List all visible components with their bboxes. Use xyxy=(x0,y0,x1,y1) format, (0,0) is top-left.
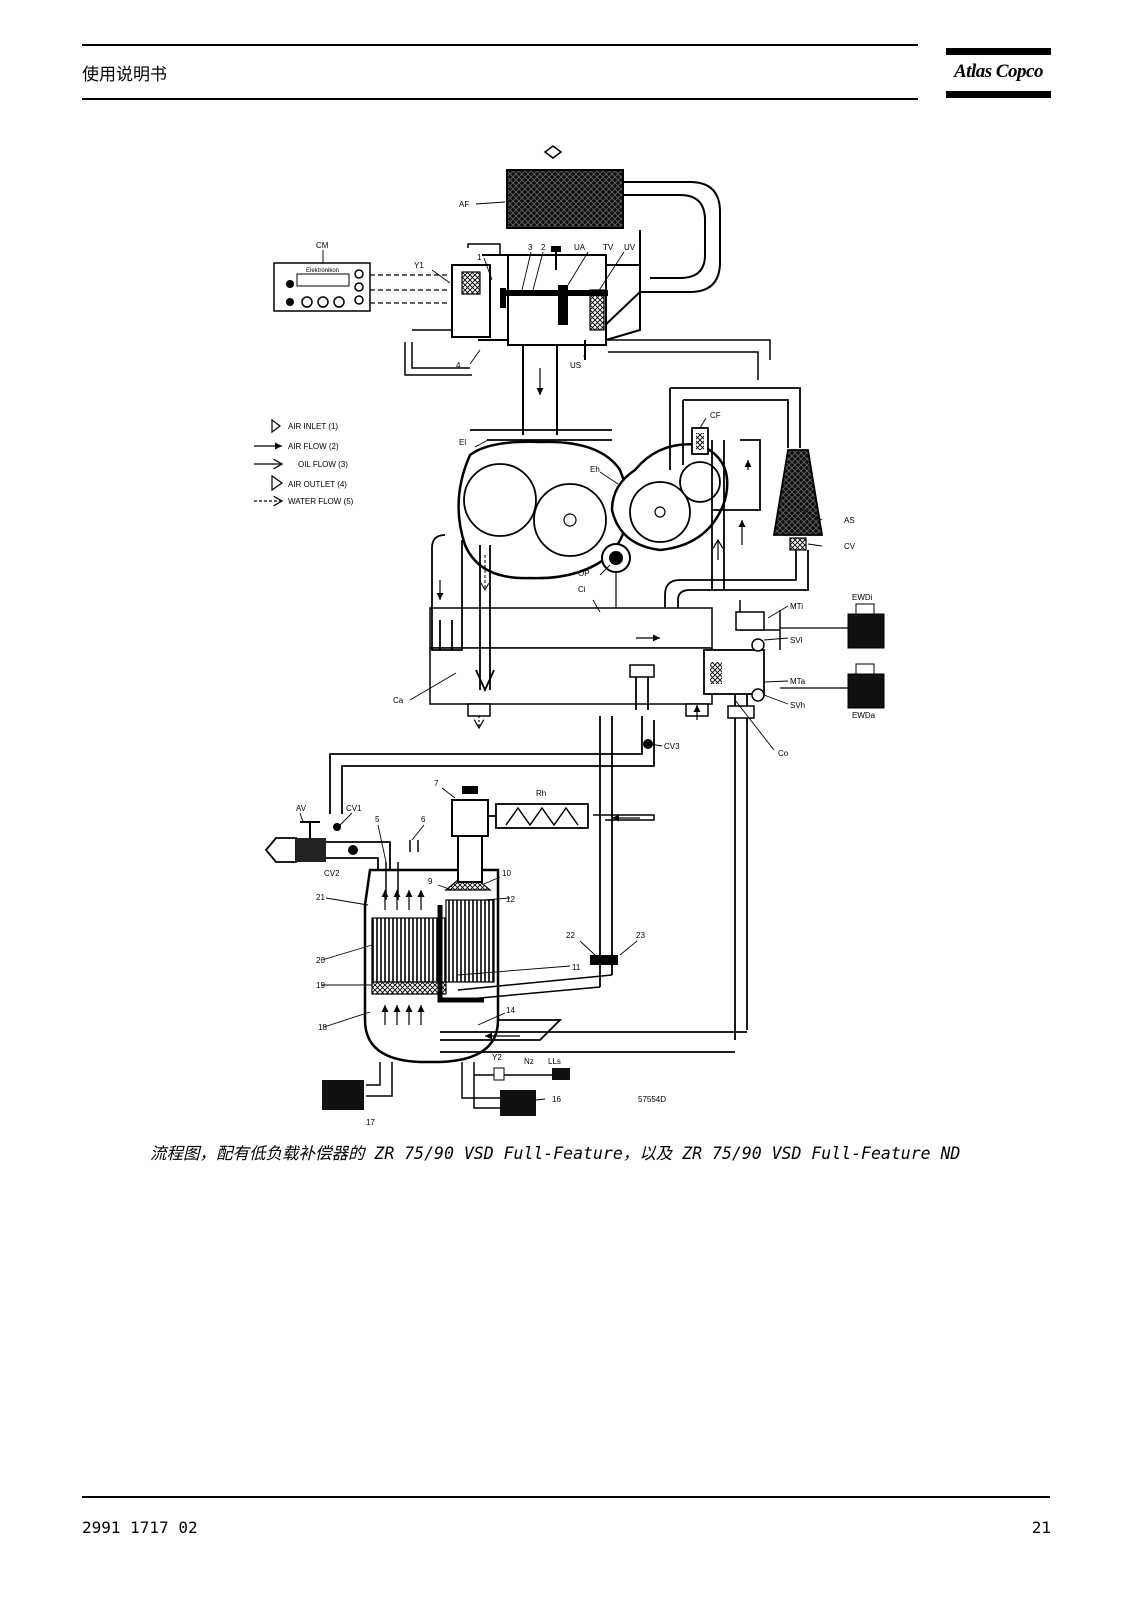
header-title: 使用说明书 xyxy=(82,65,167,85)
elektronikon-controller xyxy=(273,262,450,312)
label-us: US xyxy=(570,361,581,370)
high-pressure-element xyxy=(610,443,729,552)
air-outlet xyxy=(264,821,391,870)
atlas-copco-logo: Atlas Copco xyxy=(946,48,1051,98)
air-filter xyxy=(506,145,721,331)
label-ci: Ci xyxy=(578,585,586,594)
label-ca: Ca xyxy=(393,696,404,705)
label-18: 18 xyxy=(318,1023,327,1032)
legend-oil-flow: OIL FLOW (3) xyxy=(298,460,348,469)
component-labels: AF CM Elektronikon Y1 1 3 2 UA TV UV 4 U… xyxy=(296,200,876,1127)
figure-caption: 流程图，配有低负载补偿器的 ZR 75/90 VSD Full-Feature，… xyxy=(150,1144,961,1163)
legend-water-flow: WATER FLOW (5) xyxy=(288,497,354,506)
label-rh: Rh xyxy=(536,789,546,798)
cooler-block xyxy=(429,534,713,728)
water-drain-ewdi xyxy=(780,603,885,649)
label-1: 1 xyxy=(477,253,482,262)
label-cf: CF xyxy=(710,411,721,420)
label-el: El xyxy=(459,438,466,447)
label-cm: CM xyxy=(316,241,329,250)
label-cv1: CV1 xyxy=(346,804,362,813)
flow-diagram: AIR INLET (1) AIR FLOW (2) OIL FLOW (3) … xyxy=(254,145,885,1127)
label-12: 12 xyxy=(506,895,515,904)
bottom-drains xyxy=(322,1062,570,1116)
label-tv: TV xyxy=(603,243,614,252)
logo-text: Atlas Copco xyxy=(954,61,1043,82)
right-side-piping xyxy=(669,387,801,590)
dryer-flow-arrows xyxy=(381,890,425,1025)
label-lls: LLs xyxy=(548,1057,561,1066)
legend-air-inlet: AIR INLET (1) xyxy=(288,422,338,431)
legend-air-flow: AIR FLOW (2) xyxy=(288,442,339,451)
intake-duct xyxy=(522,345,558,435)
label-2: 2 xyxy=(541,243,546,252)
label-10: 10 xyxy=(502,869,511,878)
oil-cooler xyxy=(703,600,781,1040)
label-cv: CV xyxy=(844,542,856,551)
label-ewda: EWDa xyxy=(852,711,876,720)
label-y2: Y2 xyxy=(492,1053,502,1062)
label-11: 11 xyxy=(572,963,581,972)
dryer-piping xyxy=(329,716,655,987)
label-14: 14 xyxy=(506,1006,515,1015)
label-20: 20 xyxy=(316,956,325,965)
header-bottom-rule xyxy=(82,98,918,100)
label-ua: UA xyxy=(574,243,586,252)
page-number: 21 xyxy=(1031,1518,1051,1537)
label-y1: Y1 xyxy=(414,261,424,270)
header-top-rule xyxy=(82,44,918,46)
oil-filter xyxy=(691,427,709,455)
label-21: 21 xyxy=(316,893,325,902)
label-19: 19 xyxy=(316,981,325,990)
label-3: 3 xyxy=(528,243,533,252)
label-eh: Eh xyxy=(590,465,600,474)
label-7: 7 xyxy=(434,779,439,788)
label-uv: UV xyxy=(624,243,636,252)
water-drain-ewda xyxy=(780,663,885,709)
label-mti: MTi xyxy=(790,602,803,611)
label-17: 17 xyxy=(366,1118,375,1127)
label-22: 22 xyxy=(566,931,575,940)
label-cv2: CV2 xyxy=(324,869,340,878)
label-16: 16 xyxy=(552,1095,561,1104)
label-9: 9 xyxy=(428,877,433,886)
drive-motor-housing xyxy=(404,243,771,380)
label-op: OP xyxy=(578,569,590,578)
label-cv3: CV3 xyxy=(664,742,680,751)
label-nz: Nz xyxy=(524,1057,534,1066)
drawing-number: 57554D xyxy=(638,1095,666,1104)
label-svh: SVh xyxy=(790,701,805,710)
legend-air-outlet: AIR OUTLET (4) xyxy=(288,480,347,489)
label-6: 6 xyxy=(421,815,426,824)
label-5: 5 xyxy=(375,815,380,824)
label-ewdi: EWDi xyxy=(852,593,873,602)
label-svl: SVl xyxy=(790,636,803,645)
label-af: AF xyxy=(459,200,469,209)
label-co: Co xyxy=(778,749,789,758)
footer-rule xyxy=(82,1496,1050,1498)
label-mta: MTa xyxy=(790,677,806,686)
low-pressure-element xyxy=(457,429,630,580)
document-number: 2991 1717 02 xyxy=(82,1518,198,1537)
label-as: AS xyxy=(844,516,855,525)
label-av: AV xyxy=(296,804,307,813)
dryer-vessel xyxy=(363,786,747,1064)
label-cm-screen: Elektronikon xyxy=(306,268,339,274)
label-4: 4 xyxy=(456,361,461,370)
label-23: 23 xyxy=(636,931,645,940)
leader-lines xyxy=(299,201,823,1101)
legend: AIR INLET (1) AIR FLOW (2) OIL FLOW (3) … xyxy=(254,418,354,506)
